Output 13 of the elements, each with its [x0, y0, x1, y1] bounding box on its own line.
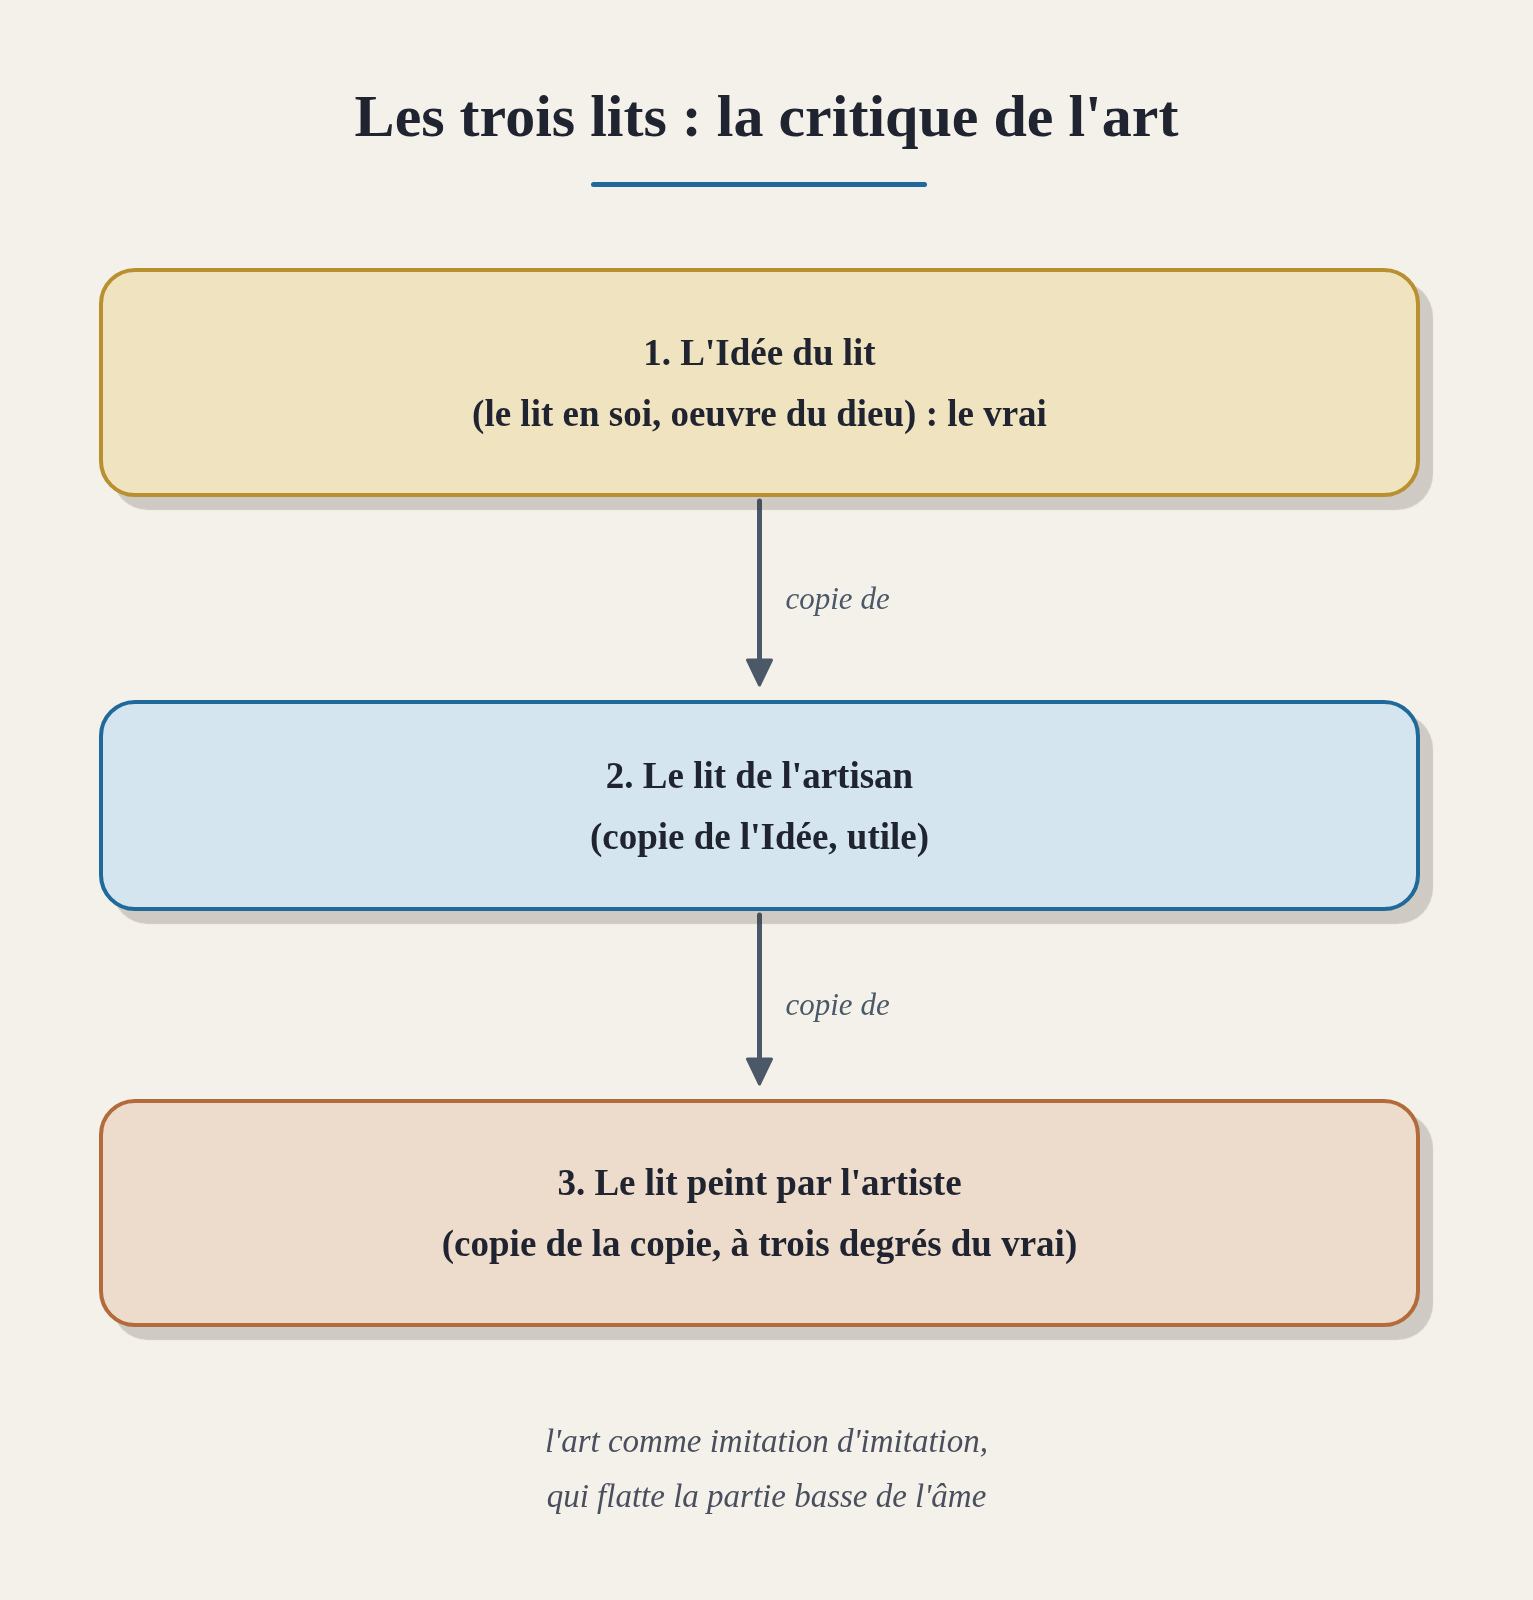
node-heading: 1. L'Idée du lit: [643, 330, 876, 375]
process-box: [99, 1099, 1420, 1327]
node-heading: 2. Le lit de l'artisan: [605, 753, 914, 798]
arrow: [746, 912, 773, 1086]
arrow: [746, 498, 773, 687]
node-text: (copie de la copie, à trois degrés du vrai): [441, 1222, 1078, 1266]
title: Les trois lits : la critique de l'art: [354, 82, 1179, 150]
node-text: (le lit en soi, oeuvre du dieu) : le vrai: [472, 391, 1047, 436]
process-box: [99, 268, 1420, 497]
node-heading: 3. Le lit peint par l'artiste: [557, 1161, 962, 1205]
node-text: (copie de l'Idée, utile): [589, 814, 930, 859]
caption: l'art comme imitation d'imitation, qui flatte la partie basse de l'âme: [543, 1422, 990, 1516]
process-box: [99, 700, 1420, 911]
